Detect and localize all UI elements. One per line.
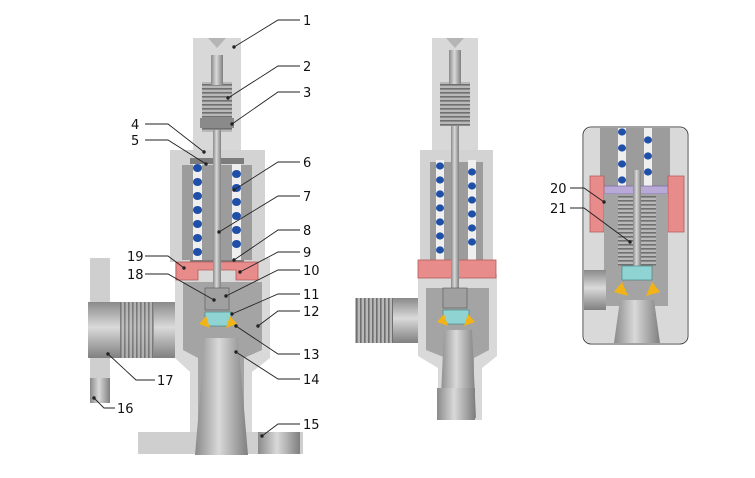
guide-b [442, 287, 468, 309]
cap-top [208, 38, 226, 48]
callout-11: 11 [303, 288, 320, 303]
lock-nut [200, 118, 234, 128]
seal-right-inset [646, 282, 660, 296]
seal-right [226, 316, 237, 328]
stem-top [211, 55, 223, 85]
callout-13: 13 [303, 348, 320, 363]
seal-left [199, 316, 210, 328]
disc-b [442, 309, 470, 325]
callout-15: 15 [303, 418, 320, 433]
inlet-thread-b [355, 298, 395, 343]
outlet-nozzle [195, 338, 248, 455]
stem-top-b [449, 50, 461, 84]
callout-17: 17 [157, 374, 174, 389]
callout-9: 9 [303, 246, 311, 261]
seal-left-inset [614, 282, 628, 296]
adjusting-screw-b [440, 82, 470, 126]
cap-top-b [446, 38, 464, 48]
callout-3: 3 [303, 86, 311, 101]
callout-labels: 1 2 3 4 5 6 7 8 9 10 11 12 13 14 15 16 1… [117, 14, 567, 433]
disc [204, 311, 232, 327]
callout-1: 1 [303, 14, 311, 29]
callout-7: 7 [303, 190, 311, 205]
callout-16: 16 [117, 402, 134, 417]
callout-14: 14 [303, 373, 320, 388]
inlet-thread [120, 302, 154, 358]
callout-2: 2 [303, 60, 311, 75]
stem-b [451, 126, 459, 300]
callout-12: 12 [303, 305, 320, 320]
callout-6: 6 [303, 156, 311, 171]
callout-8: 8 [303, 224, 311, 239]
seal-right-b [464, 314, 475, 326]
valve-threaded-section [355, 38, 497, 420]
callout-4: 4 [131, 118, 139, 133]
stem [213, 130, 221, 300]
callout-5: 5 [131, 134, 139, 149]
spring-b [436, 160, 476, 260]
callout-10: 10 [303, 264, 320, 279]
disc-inset [621, 265, 653, 281]
outlet-b [437, 388, 475, 420]
bonnet-ring [175, 261, 259, 281]
callout-19: 19 [127, 250, 144, 265]
inlet-inset [584, 270, 606, 310]
seal-left-b [437, 314, 448, 326]
valve-full-section [88, 38, 303, 455]
callout-20: 20 [550, 182, 567, 197]
stem-inset [633, 170, 641, 270]
bellows-detail-inset [582, 126, 689, 345]
bolt-bottom [258, 432, 300, 454]
callout-21: 21 [550, 202, 567, 217]
nozzle-inset [614, 300, 660, 343]
leader-lines [92, 19, 632, 438]
guide [204, 287, 230, 311]
callout-18: 18 [127, 268, 144, 283]
